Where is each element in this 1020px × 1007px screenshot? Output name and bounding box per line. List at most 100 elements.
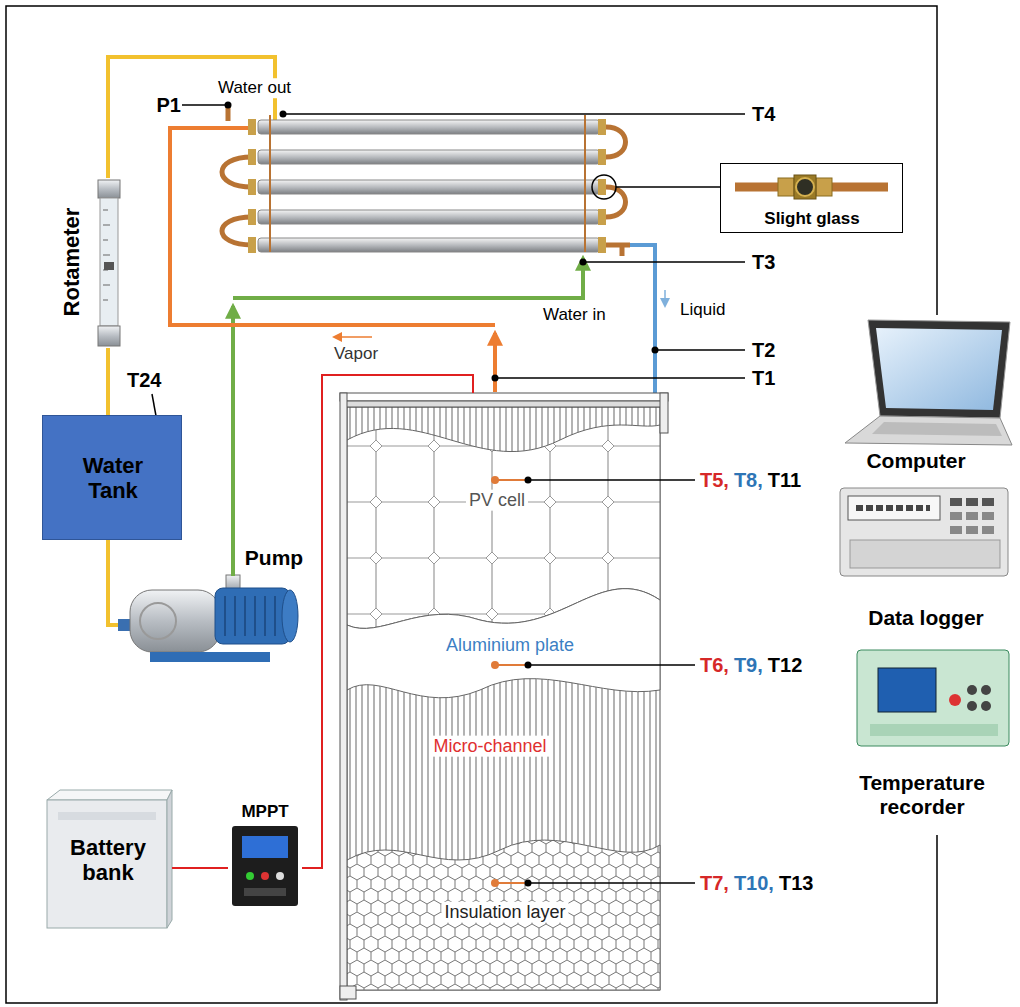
data-logger-symbol: [848, 496, 940, 520]
condenser-symbol: [258, 120, 600, 134]
rotameter: Rotameter: [52, 178, 124, 348]
frame-border: [6, 6, 937, 1003]
data-logger-symbol: [856, 505, 930, 511]
temperature-recorder-symbol: [981, 685, 991, 695]
temperature-recorder-symbol: [967, 701, 977, 711]
sight-glass-inset: [735, 175, 888, 199]
collector-panel: [347, 840, 660, 990]
battery-bank: Battery bank: [45, 788, 172, 930]
node-label: Computer: [866, 449, 965, 473]
pump-symbol: [282, 590, 298, 642]
pump-symbol: [140, 603, 176, 639]
node-label: Water Tank: [63, 453, 163, 504]
rotameter-symbol: [103, 210, 110, 300]
vapor-pipe: [493, 333, 497, 392]
computer: Computer: [838, 316, 1016, 477]
collector-panel: [340, 393, 668, 1000]
callout-label: T10,: [734, 872, 774, 895]
condenser-symbol: [258, 210, 600, 224]
callout-label: T2: [752, 339, 775, 362]
data-logger: Data logger: [838, 484, 1016, 634]
callout-label: T9,: [734, 654, 763, 677]
callout-label: T8,: [734, 469, 763, 492]
condenser-symbol: [270, 115, 585, 252]
callout-label: T1: [752, 367, 775, 390]
collector-panel: [340, 393, 347, 1000]
sensor-leader: [525, 477, 532, 484]
data-logger-symbol: [966, 498, 978, 506]
mppt: MPPT: [228, 800, 302, 908]
pump-symbol: [225, 596, 275, 636]
battery-symbol: [167, 790, 172, 928]
callout-label: T11: [768, 469, 801, 492]
battery-symbol: [47, 790, 172, 800]
sensor-leader: [525, 662, 532, 669]
condenser-symbol: [222, 105, 630, 256]
node-label: Data logger: [868, 606, 984, 630]
rotameter-symbol: [100, 198, 118, 326]
condenser-symbol: [258, 180, 600, 194]
temperature-recorder-symbol: [981, 701, 991, 711]
battery-symbol: [47, 790, 172, 928]
node-label: Aluminium plate: [443, 635, 577, 656]
callout-label: Water out: [216, 78, 293, 98]
mppt-symbol: [232, 826, 298, 906]
collector-panel: [347, 589, 660, 698]
data-logger-symbol: [982, 526, 994, 534]
sight-glass-inset: [816, 178, 832, 196]
vapor-pipe: [170, 128, 495, 392]
temperature-recorder-symbol: [857, 650, 1009, 746]
sight-glass-box: Slight glass: [720, 163, 903, 233]
sensor-leader: [652, 347, 659, 354]
water-in-pipe: [231, 306, 235, 576]
temperature-recorder: Temperature recorder: [840, 646, 1016, 832]
node-label: MPPT: [241, 802, 288, 822]
node-label: Rotameter: [59, 208, 84, 317]
sight-glass-inset: [778, 178, 794, 196]
mppt-symbol: [244, 888, 286, 896]
sensor-leader: [491, 661, 499, 669]
data-logger-symbol: [966, 512, 978, 520]
frame-border: [6, 6, 937, 1003]
collector-panel: [660, 393, 668, 433]
sensor-leader: [531, 480, 695, 883]
node-label: Pump: [245, 546, 303, 570]
node-label: Micro-channel: [430, 736, 549, 757]
pump: Pump: [118, 540, 313, 672]
callout-label: Liquid: [680, 300, 725, 320]
pipe-connector: [106, 348, 110, 415]
sight-glass-inset: [794, 175, 816, 199]
battery-symbol: [58, 812, 156, 820]
node-label: Temperature recorder: [842, 771, 1002, 819]
laptop-symbol: [876, 328, 1002, 410]
liquid-pipe: [664, 290, 666, 306]
callout-label: Water in: [543, 305, 606, 325]
mppt-symbol: [276, 872, 284, 880]
mppt-symbol: [242, 836, 288, 858]
data-logger-symbol: [966, 526, 978, 534]
callout-label: T12: [768, 654, 802, 677]
callout-label: Vapor: [334, 344, 378, 364]
mppt-symbol: [261, 872, 269, 880]
sensor-leader: [182, 105, 745, 378]
pipe-connector: [108, 540, 118, 625]
node-label: Slight glass: [764, 209, 859, 229]
pump-symbol: [150, 652, 270, 662]
data-logger-symbol: [982, 512, 994, 520]
data-logger-symbol: [950, 512, 962, 520]
node-label: PV cell: [466, 490, 528, 511]
sight-glass-inset: [796, 178, 814, 196]
laptop-symbol: [845, 320, 1012, 445]
condenser-symbol: [592, 175, 616, 199]
data-logger-symbol: [950, 526, 962, 534]
sensor-leader: [225, 102, 232, 109]
callout-label: T6,: [700, 654, 729, 677]
node-label: Insulation layer: [441, 902, 568, 923]
rotameter-symbol: [98, 180, 120, 198]
node-label: Battery bank: [53, 835, 163, 886]
callout-label: T5,: [700, 469, 729, 492]
data-logger-symbol: [850, 540, 1000, 568]
sensor-leader: [491, 476, 695, 887]
callout-label: T13: [779, 872, 813, 895]
